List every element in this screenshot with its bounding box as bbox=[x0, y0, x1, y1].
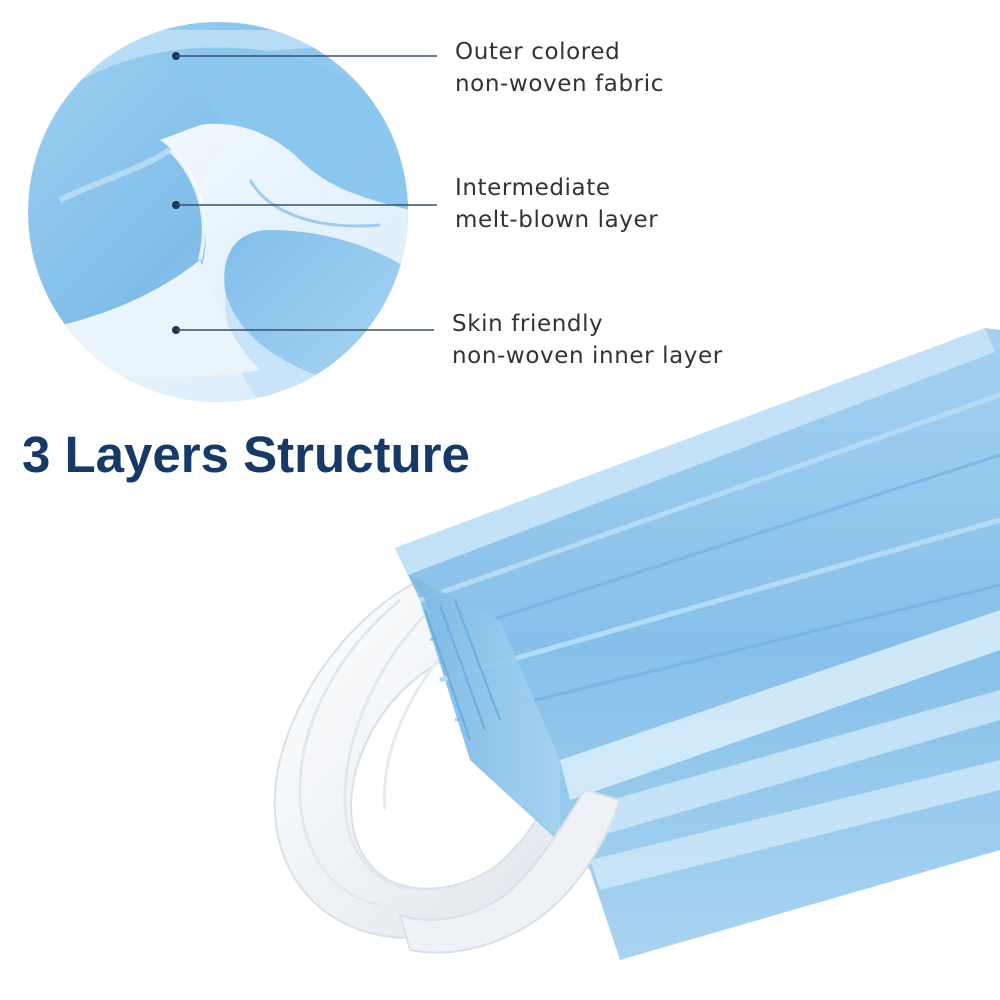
callout-middle-line2: melt-blown layer bbox=[455, 207, 659, 233]
callout-inner-line2: non-woven inner layer bbox=[452, 343, 723, 369]
headline-title: 3 Layers Structure bbox=[22, 426, 470, 483]
callout-middle-layer: Intermediate melt-blown layer bbox=[455, 172, 658, 236]
callout-inner-line1: Skin friendly bbox=[452, 311, 604, 337]
leader-lines bbox=[176, 55, 437, 331]
callout-middle-line1: Intermediate bbox=[455, 175, 611, 201]
callout-outer-layer: Outer colored non-woven fabric bbox=[455, 36, 664, 100]
callout-outer-line1: Outer colored bbox=[455, 39, 621, 65]
callout-inner-layer: Skin friendly non-woven inner layer bbox=[452, 308, 723, 372]
stacked-surgical-masks-icon bbox=[273, 328, 1000, 960]
callout-outer-line2: non-woven fabric bbox=[455, 71, 664, 97]
fabric-layers-closeup-icon bbox=[28, 22, 408, 402]
